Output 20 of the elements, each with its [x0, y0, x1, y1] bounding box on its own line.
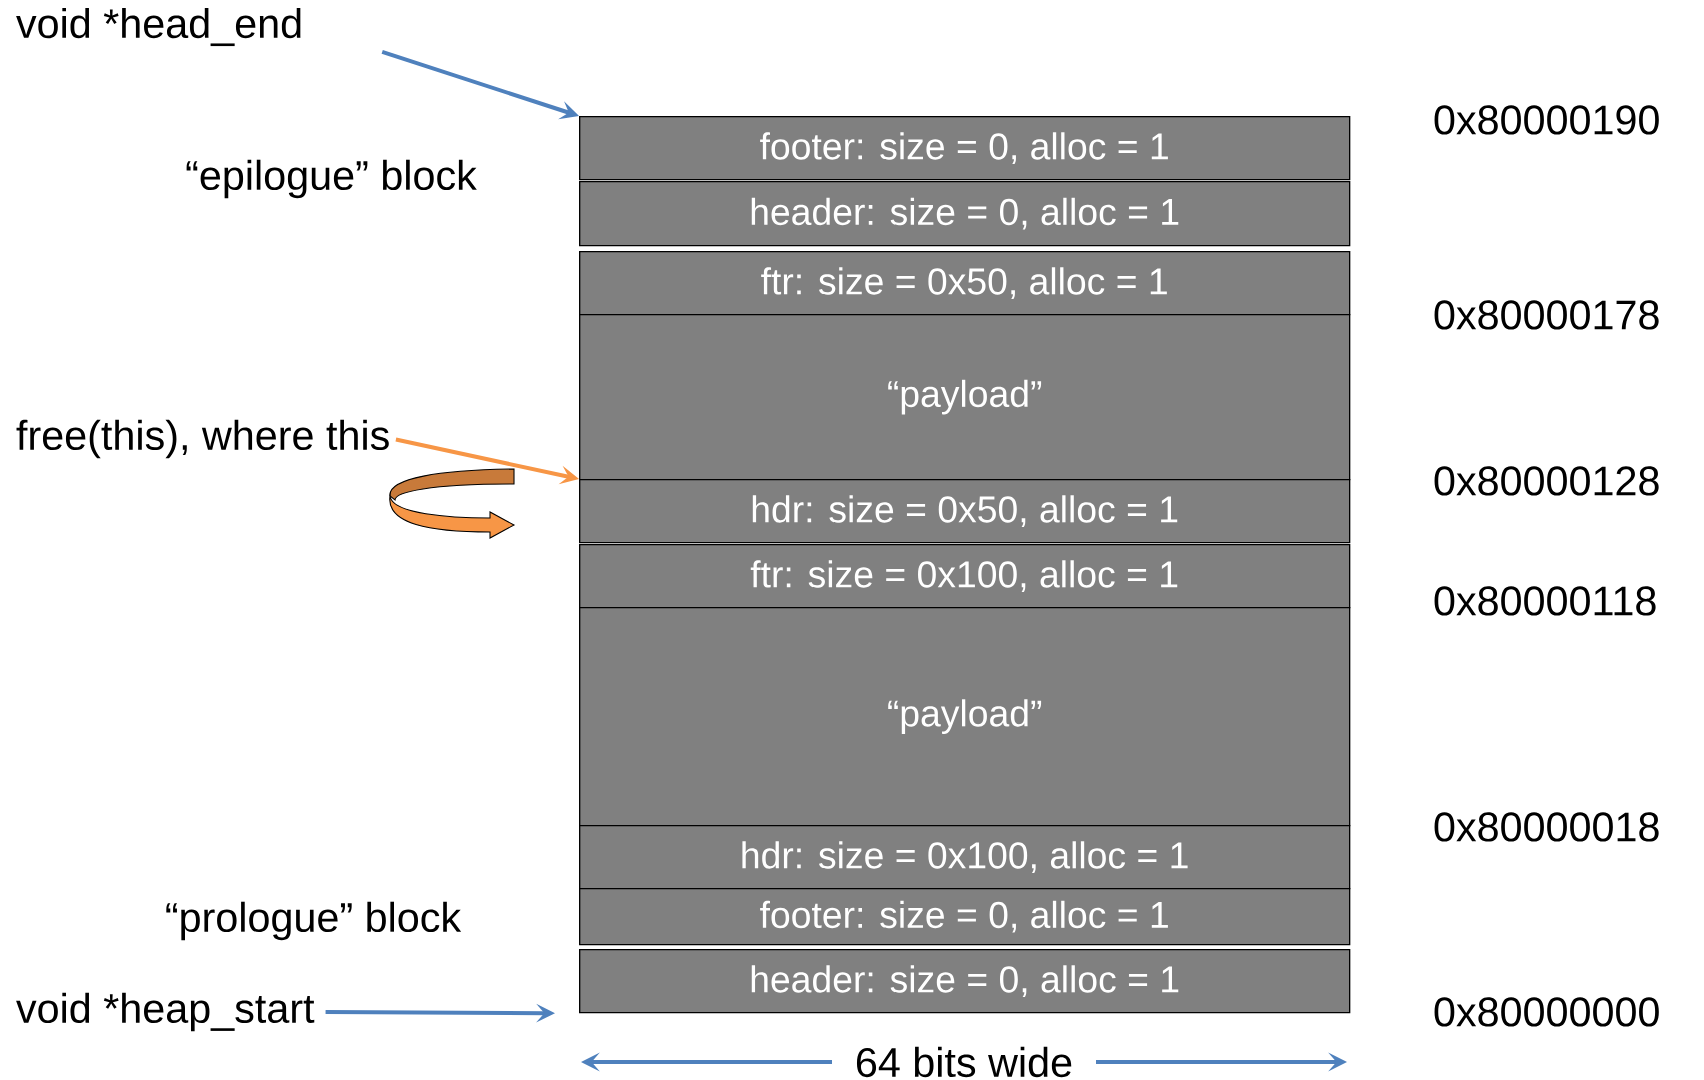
memory-block: hdr: size = 0x100, alloc = 1	[579, 825, 1351, 890]
address-label: 0x80000178	[1434, 300, 1659, 330]
address-label: 0x80000128	[1434, 466, 1659, 496]
memory-block: ftr: size = 0x50, alloc = 1	[579, 251, 1351, 316]
address-label: 0x80000118	[1434, 586, 1656, 616]
memory-block: header: size = 0, alloc = 1	[579, 949, 1351, 1014]
address-label: 0x80000000	[1434, 997, 1659, 1027]
memory-block: ftr: size = 0x100, alloc = 1	[579, 544, 1351, 609]
pointer-label: void *heap_start	[16, 992, 315, 1032]
block-label: “prologue” block	[166, 901, 462, 941]
dimension-label: 64 bits wide	[856, 1046, 1072, 1078]
memory-block: header: size = 0, alloc = 1	[579, 181, 1351, 247]
address-label: 0x80000018	[1434, 812, 1659, 842]
block-label: “epilogue” block	[186, 159, 477, 199]
memory-block: footer: size = 0, alloc = 1	[579, 116, 1351, 181]
memory-block: hdr: size = 0x50, alloc = 1	[579, 479, 1351, 544]
address-label: 0x80000190	[1434, 105, 1659, 135]
memory-block: footer: size = 0, alloc = 1	[579, 888, 1351, 946]
pointer-label: free(this), where this	[16, 419, 389, 459]
pointer-label: void *head_end	[16, 7, 301, 47]
